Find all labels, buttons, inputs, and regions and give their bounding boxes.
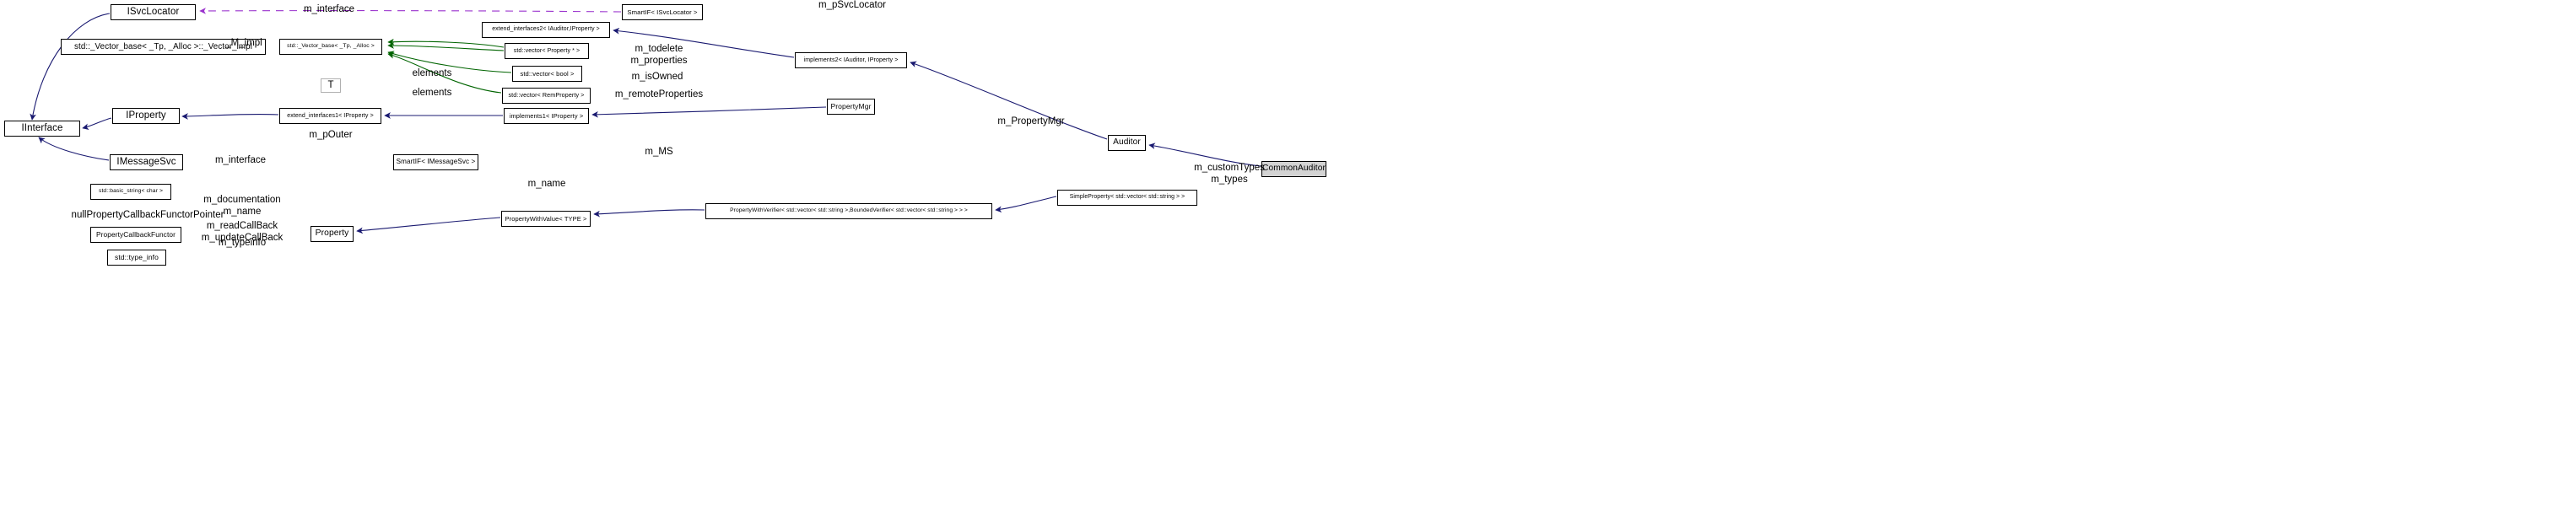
class-node-vecremproperty[interactable]: std::vector< RemProperty >: [502, 88, 591, 104]
edge-label-l-m_PropertyMgr: m_PropertyMgr: [997, 116, 1065, 126]
class-node-extiface1[interactable]: extend_interfaces1< IProperty >: [279, 108, 381, 124]
class-node-vecbool[interactable]: std::vector< bool >: [512, 66, 582, 82]
class-node-propertymgr[interactable]: PropertyMgr: [827, 99, 875, 115]
class-node-auditor[interactable]: Auditor: [1108, 135, 1146, 151]
class-node-smartifmsgsvc[interactable]: SmartIF< IMessageSvc >: [393, 154, 478, 170]
edge-label-l-m_interface-low: m_interface: [214, 155, 267, 165]
class-node-basicstring[interactable]: std::basic_string< char >: [90, 184, 171, 200]
edge-isvclocator-iinterface: [30, 13, 111, 121]
edge-label-l-m_pOuter: m_pOuter: [309, 130, 353, 140]
edge-label-l-elements-2: elements: [412, 88, 452, 98]
class-node-iproperty[interactable]: IProperty: [112, 108, 180, 124]
class-node-tparam[interactable]: T: [321, 78, 341, 93]
edge-label-l-m_interface-top: m_interface: [303, 4, 355, 14]
edge-propwithvalue-property: [356, 217, 501, 234]
edge-smartifsvcloc-isvclocator: [199, 8, 622, 14]
class-node-simpleproperty[interactable]: SimpleProperty< std::vector< std::string…: [1057, 190, 1197, 206]
class-node-property[interactable]: Property: [311, 226, 354, 242]
class-node-vectorbase[interactable]: std::_Vector_base< _Tp, _Alloc >: [279, 39, 382, 55]
edge-iproperty-iinterface: [82, 117, 112, 131]
class-node-typeinfo[interactable]: std::type_info: [107, 250, 166, 266]
class-node-propwithverifier[interactable]: PropertyWithVerifier< std::vector< std::…: [705, 203, 992, 219]
edge-label-l-M_impl: _M_impl: [225, 38, 262, 48]
edge-label-l-nullptr: nullPropertyCallbackFunctorPointer: [71, 210, 224, 220]
edge-propwithverifier-propwithvalue: [593, 209, 705, 218]
class-node-smartifsvcloc[interactable]: SmartIF< ISvcLocator >: [622, 4, 703, 20]
class-node-implements1[interactable]: implements1< IProperty >: [504, 108, 589, 124]
edge-extiface1-iproperty: [181, 113, 279, 120]
edge-imessagesvc-iinterface: [38, 137, 110, 161]
usage-edges: ISvcLocator --> SmartIF --> _Vector_impl…: [199, 8, 622, 14]
class-node-vectorimpl[interactable]: std::_Vector_base< _Tp, _Alloc >::_Vecto…: [61, 39, 266, 55]
edge-propertymgr-implements1: [591, 106, 827, 118]
edge-simpleproperty-propwithverifier: [995, 196, 1057, 213]
edge-label-l-m_typeinfo: m_typeinfo: [218, 238, 267, 248]
class-node-propwithvalue[interactable]: PropertyWithValue< TYPE >: [501, 211, 591, 227]
class-node-implements2[interactable]: implements2< IAuditor, IProperty >: [795, 52, 907, 68]
class-node-commonauditor[interactable]: CommonAuditor: [1261, 161, 1326, 177]
class-node-propcbfunctor[interactable]: PropertyCallbackFunctor: [90, 227, 181, 243]
edge-label-l-m_MS: m_MS: [645, 147, 673, 157]
class-node-imessagesvc[interactable]: IMessageSvc: [110, 154, 183, 170]
edge-label-l-m_pSvcLocator: m_pSvcLocator: [818, 0, 886, 10]
class-node-vecproperty[interactable]: std::vector< Property * >: [505, 43, 589, 59]
edge-label-l-m_name: m_name: [527, 179, 566, 189]
edge-vecproperty-vectorbase: [387, 38, 505, 48]
edge-label-l-elements-1: elements: [412, 68, 452, 78]
edge-label-l-m_remoteProperties: m_remoteProperties: [614, 89, 704, 99]
template-edges: [387, 38, 512, 94]
edge-label-l-m_isOwned: m_isOwned: [631, 72, 683, 82]
class-node-extiface2[interactable]: extend_interfaces2< IAuditor,IProperty >: [482, 22, 610, 38]
class-node-isvclocator[interactable]: ISvcLocator: [111, 4, 196, 20]
edge-vecbool-vectorbase: [387, 42, 505, 51]
class-node-iinterface[interactable]: IInterface: [4, 121, 80, 137]
